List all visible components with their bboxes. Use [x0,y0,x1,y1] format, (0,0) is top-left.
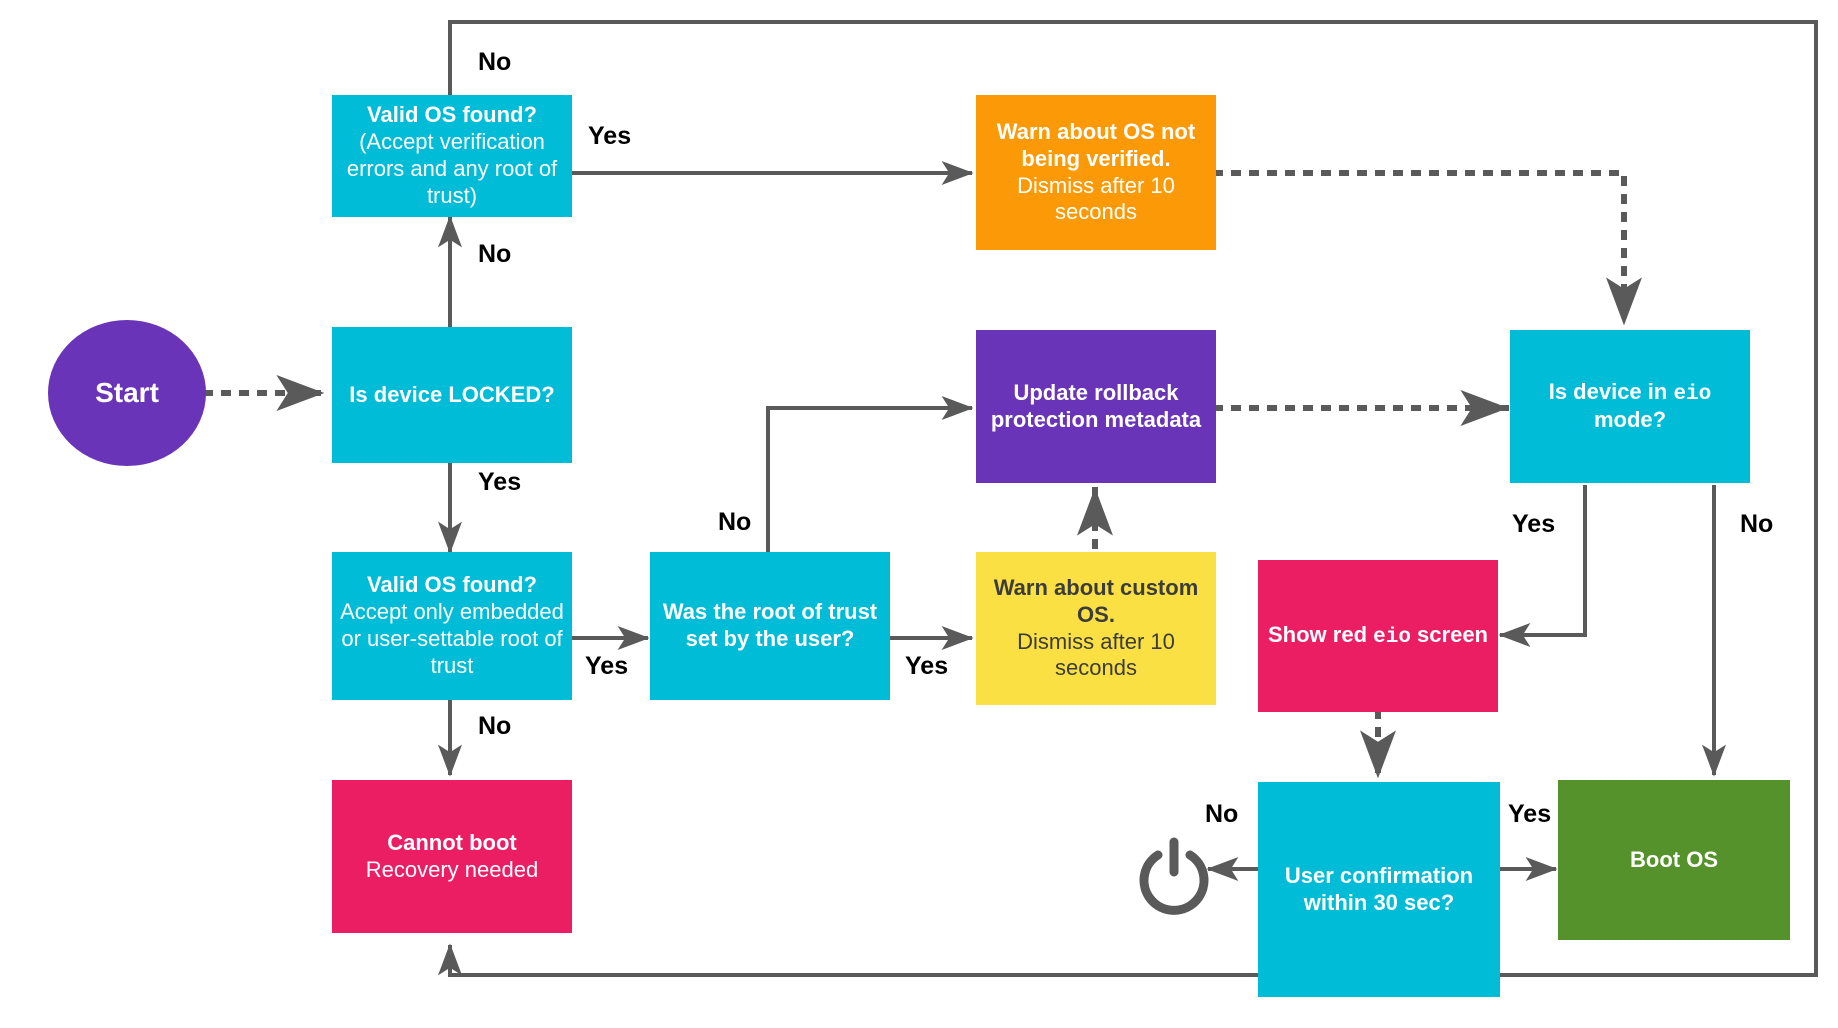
node-valid-os-unlocked-title: Valid OS found? [367,102,537,128]
node-valid-os-unlocked[interactable]: Valid OS found? (Accept verification err… [332,95,572,217]
node-warn-custom-os[interactable]: Warn about custom OS. Dismiss after 10 s… [976,552,1216,705]
node-warn-unverified-os[interactable]: Warn about OS not being verified. Dismis… [976,95,1216,250]
edge-eio-yes [1498,485,1587,648]
edge-label-valid-locked-yes: Yes [585,652,629,680]
node-show-red-eio-title: Show red eio screen [1268,622,1488,651]
node-show-red-eio[interactable]: Show red eio screen [1258,560,1498,712]
eio-title-post: mode? [1593,407,1667,433]
node-is-device-eio-title: Is device in eio mode? [1516,379,1744,434]
node-valid-os-unlocked-sub: (Accept verification errors and any root… [346,129,558,208]
edge-label-rot-no: No [718,508,752,536]
node-cannot-boot-sub: Recovery needed [365,856,539,882]
eio-title-pre: Is device in [1548,378,1674,404]
edge-label-confirm-yes: Yes [1508,800,1552,828]
edge-label-eio-yes: Yes [1512,510,1556,538]
red-eio-title-mono: eio [1373,625,1411,649]
edge-label-confirm-no: No [1205,800,1239,828]
node-root-of-trust-user[interactable]: Was the root of trust set by the user? [650,552,890,700]
node-valid-os-locked-sub: Accept only embedded or user-settable ro… [340,599,564,678]
edge-warn-unverified-to-eio [1213,170,1643,326]
node-user-confirmation[interactable]: User confirmation within 30 sec? [1258,782,1500,997]
red-eio-title-pre: Show red [1268,621,1374,647]
edge-label-locked-no: No [478,240,512,268]
node-user-confirmation-title: User confirmation within 30 sec? [1284,862,1474,915]
edge-unlocked-no-loop [448,20,1818,393]
node-warn-unverified-os-title: Warn about OS not being verified. [996,118,1196,171]
node-warn-custom-os-sub: Dismiss after 10 seconds [1017,628,1175,681]
node-valid-os-locked-title: Valid OS found? [367,572,537,598]
node-is-device-locked[interactable]: Is device LOCKED? [332,327,572,463]
node-start-label: Start [95,377,159,408]
node-valid-os-locked[interactable]: Valid OS found? Accept only embedded or … [332,552,572,700]
edge-label-locked-yes: Yes [478,468,522,496]
edge-label-eio-no: No [1740,510,1774,538]
edge-label-valid-locked-no: No [478,712,512,740]
power-off-icon [1139,837,1209,915]
edge-label-unlocked-yes: Yes [588,122,632,150]
red-eio-title-post: screen [1410,621,1488,647]
edge-bottom-return-loop [437,393,1818,977]
edge-label-rot-yes: Yes [905,652,949,680]
node-cannot-boot[interactable]: Cannot boot Recovery needed [332,780,572,933]
node-start[interactable]: Start [48,320,206,466]
edge-rot-no [766,395,974,552]
node-update-rollback-title: Update rollback protection metadata [990,379,1202,432]
node-root-of-trust-user-title: Was the root of trust set by the user? [662,599,878,651]
eio-title-mono: eio [1673,382,1712,406]
node-is-device-locked-title: Is device LOCKED? [349,381,555,407]
node-warn-custom-os-title: Warn about custom OS. [993,574,1199,627]
node-warn-unverified-os-sub: Dismiss after 10 seconds [1017,172,1175,225]
node-boot-os[interactable]: Boot OS [1558,780,1790,940]
node-update-rollback[interactable]: Update rollback protection metadata [976,330,1216,483]
node-is-device-eio[interactable]: Is device in eio mode? [1510,330,1750,483]
edge-label-unlocked-no-loop: No [478,48,512,76]
node-cannot-boot-title: Cannot boot [387,829,517,855]
node-boot-os-title: Boot OS [1630,846,1718,872]
